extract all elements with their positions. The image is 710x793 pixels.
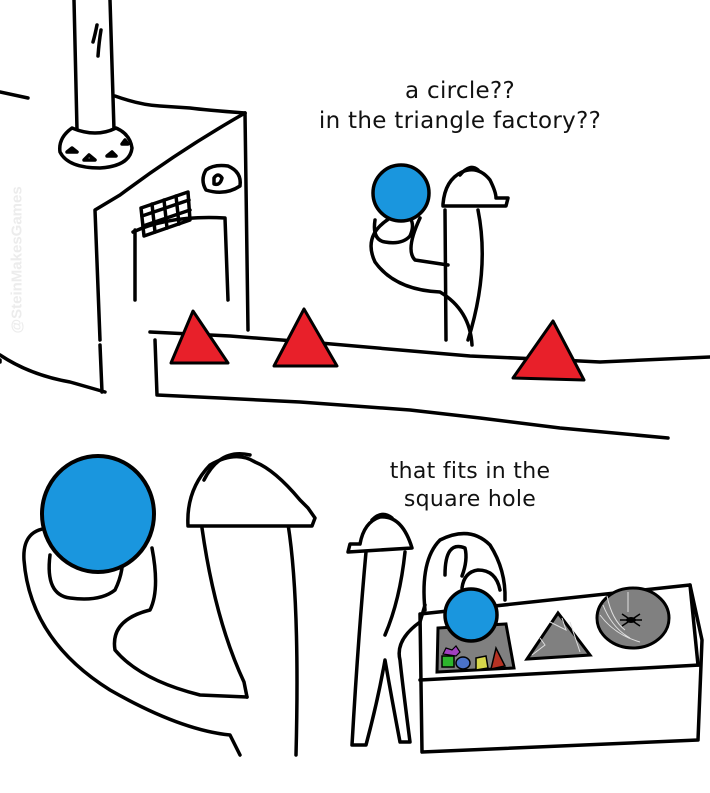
caption-top: a circle?? in the triangle factory?? xyxy=(280,76,640,136)
horizon-line xyxy=(113,94,247,115)
triangle-icon xyxy=(511,319,586,382)
worker-figure-large xyxy=(22,452,317,757)
hard-hat-icon xyxy=(346,512,414,554)
hard-hat-icon xyxy=(186,452,317,528)
top-panel xyxy=(0,0,710,440)
caption-bottom: that fits in the square hole xyxy=(360,458,580,514)
caption-line: square hole xyxy=(403,487,537,512)
square-hole xyxy=(435,587,516,674)
purple-block-icon xyxy=(442,645,461,657)
conveyor-belt xyxy=(0,330,710,440)
hard-hat-icon xyxy=(441,165,510,208)
caption-line: in the triangle factory?? xyxy=(318,108,602,134)
yellow-block-icon xyxy=(475,655,489,671)
circle-icon xyxy=(443,587,499,643)
red-block-icon xyxy=(489,645,507,670)
caption-line: that fits in the xyxy=(389,459,551,484)
triangle-icon xyxy=(169,309,230,365)
factory-machine xyxy=(93,111,250,342)
chimney-icon xyxy=(58,0,134,170)
triangle-hole xyxy=(524,610,593,661)
camera-icon xyxy=(201,163,242,194)
green-block-icon xyxy=(441,655,455,668)
circle-hole xyxy=(595,586,671,650)
cobweb-icon xyxy=(599,592,641,643)
bottom-panel xyxy=(22,452,704,757)
caption-line: a circle?? xyxy=(405,78,515,104)
horizon-line-left xyxy=(0,90,30,100)
worker-figure-small xyxy=(346,512,507,747)
blue-block-icon xyxy=(455,656,471,670)
watermark: @SteinMakesGames xyxy=(8,186,26,334)
worker-figure-top xyxy=(369,163,510,347)
vent-grille-icon xyxy=(139,190,192,238)
triangle-icon xyxy=(272,307,339,368)
spider-icon xyxy=(620,613,642,627)
shape-sorter-box xyxy=(418,583,704,754)
circle-icon xyxy=(40,454,156,574)
circle-icon xyxy=(371,163,431,223)
